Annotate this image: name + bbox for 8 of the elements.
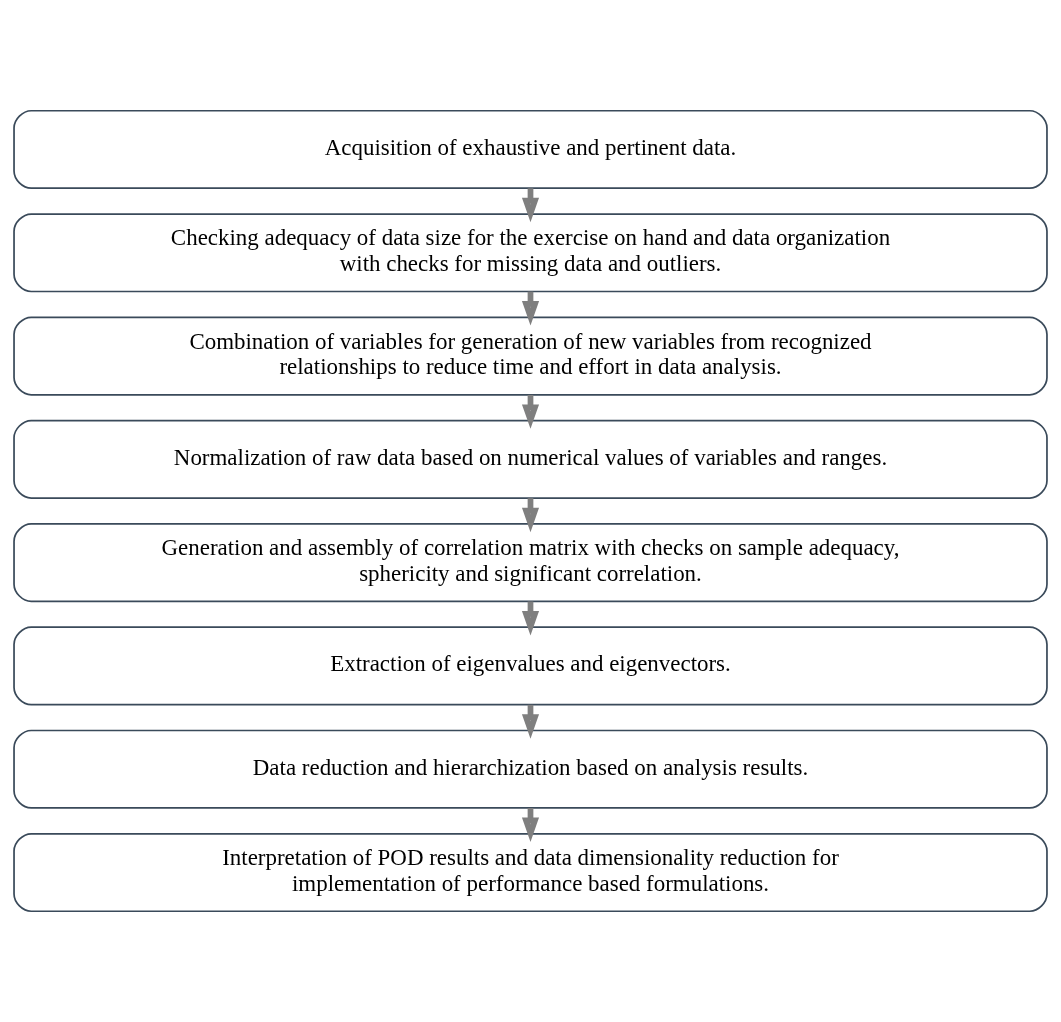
- node-box: Interpretation of POD results and data dimensionality reduction for implementation of performance based formulations.: [13, 832, 1048, 913]
- node-box: Normalization of raw data based on numerical values of variables and ranges.: [13, 419, 1048, 499]
- node-box: Combination of variables for generation of new variables from recognized relationships to reduce time and effort in data analysis.: [13, 316, 1048, 396]
- node-box: Data reduction and hierarchization based on analysis results.: [13, 729, 1048, 809]
- node-box: Acquisition of exhaustive and pertinent data.: [13, 109, 1048, 190]
- node-box: Extraction of eigenvalues and eigenvectors.: [13, 626, 1048, 706]
- node-box: Checking adequacy of data size for the exercise on hand and data organization with checks for missing data and outliers.: [13, 213, 1048, 293]
- node-box: Generation and assembly of correlation matrix with checks on sample adequacy, sphericity and significant correlation.: [13, 523, 1048, 603]
